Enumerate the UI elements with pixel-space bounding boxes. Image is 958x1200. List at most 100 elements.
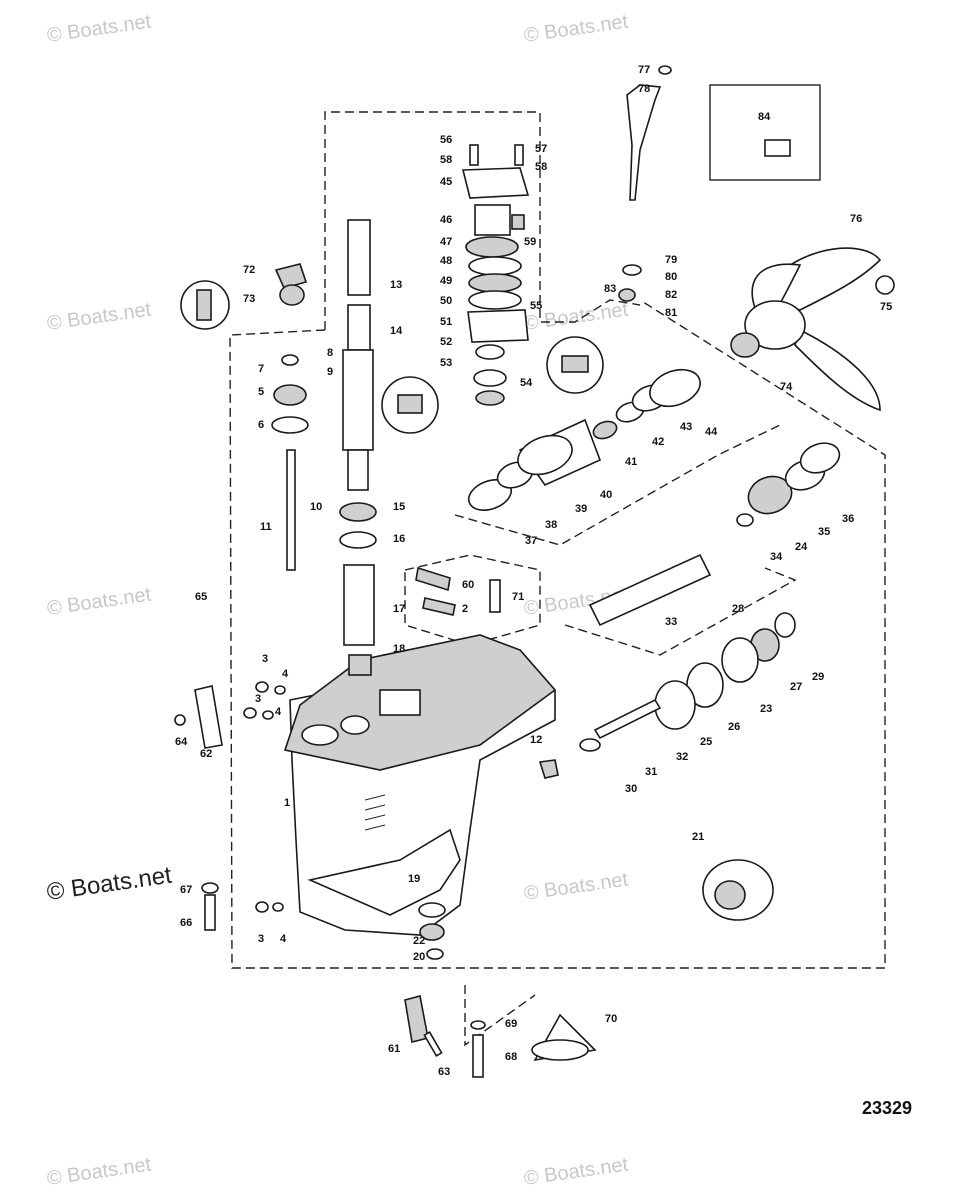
part-label: 4: [280, 933, 287, 945]
part-label: 9: [327, 366, 333, 378]
part-label: 34: [770, 551, 783, 563]
part-84-inset-box: [709, 84, 821, 181]
watermark: © Boats.net: [46, 584, 153, 620]
part-label: 32: [676, 751, 688, 763]
part-label: 44: [705, 426, 718, 438]
watermark: © Boats.net: [46, 1154, 153, 1190]
part-label: 51: [440, 316, 452, 328]
part-label: 56: [440, 134, 452, 146]
part-label: 53: [440, 357, 452, 369]
part-label: 71: [512, 591, 524, 603]
part-label: 3: [255, 693, 261, 705]
part-label: 72: [243, 264, 255, 276]
part-label: 22: [413, 935, 425, 947]
part-label: 14: [390, 325, 403, 337]
part-label: 13: [390, 279, 402, 291]
part-label: 67: [180, 884, 192, 896]
part-label: 78: [638, 83, 650, 95]
part-label: 73: [243, 293, 255, 305]
part-label: 76: [850, 213, 862, 225]
watermarks: © Boats.net © Boats.net © Boats.net © Bo…: [45, 11, 630, 1190]
part-label: 74: [780, 381, 793, 393]
part-label: 7: [258, 363, 264, 375]
part-label: 18: [393, 643, 405, 655]
assembly-outlines: [229, 84, 886, 1047]
part-label: 26: [728, 721, 740, 733]
part-label: 61: [388, 1043, 400, 1055]
part-label: 29: [812, 671, 824, 683]
gear-housing: [283, 634, 557, 936]
part-label: 21: [692, 831, 704, 843]
propeller: [730, 247, 895, 412]
part-label: 3: [262, 653, 268, 665]
part-label: 79: [665, 254, 677, 266]
shaft-tube: [343, 564, 375, 646]
watermark: © Boats.net: [46, 299, 153, 335]
part-label: 60: [462, 579, 474, 591]
watermark: © Boats.net: [523, 1154, 630, 1190]
propeller-shaft: [588, 553, 712, 627]
part-label: 46: [440, 214, 452, 226]
part-label: 36: [842, 513, 854, 525]
part-label: 80: [665, 271, 677, 283]
part-label: 70: [605, 1013, 617, 1025]
drive-shaft-group: [339, 219, 377, 676]
part-label: 82: [665, 289, 677, 301]
watermark: © Boats.net: [523, 869, 630, 905]
part-84: [764, 139, 791, 157]
part-label: 4: [282, 668, 289, 680]
part-label: 63: [438, 1066, 450, 1078]
part-label: 84: [758, 111, 771, 123]
part-label: 45: [440, 176, 452, 188]
part-label: 64: [175, 736, 188, 748]
propeller-shaft-group: [467, 336, 841, 627]
part-label: 69: [505, 1018, 517, 1030]
part-label: 54: [520, 377, 533, 389]
gear-21: [702, 859, 774, 921]
part-label: 39: [575, 503, 587, 515]
drive-shaft: [342, 349, 374, 451]
part-label: 25: [700, 736, 712, 748]
part-label: 77: [638, 64, 650, 76]
part-label: 27: [790, 681, 802, 693]
part-label: 6: [258, 419, 264, 431]
part-label: 1: [284, 797, 290, 809]
part-label: 62: [200, 748, 212, 760]
part-label: 47: [440, 236, 452, 248]
part-label: 10: [310, 501, 322, 513]
part-label: 43: [680, 421, 692, 433]
watermark: © Boats.net: [45, 862, 174, 906]
part-label: 58: [535, 161, 547, 173]
part-label: 19: [408, 873, 420, 885]
part-label: 65: [195, 591, 207, 603]
part-label: 55: [530, 300, 542, 312]
part-label: 11: [260, 521, 272, 533]
part-label: 38: [545, 519, 557, 531]
part-label: 49: [440, 275, 452, 287]
part-label: 17: [393, 603, 405, 615]
part-label: 57: [535, 143, 547, 155]
part-label: 83: [604, 283, 616, 295]
part-label: 50: [440, 295, 452, 307]
part-label: 52: [440, 336, 452, 348]
part-label: 42: [652, 436, 664, 448]
shift-shaft: [286, 449, 296, 571]
part-label: 2: [462, 603, 468, 615]
watermark: © Boats.net: [46, 11, 153, 47]
part-label: 81: [665, 307, 677, 319]
part-label: 8: [327, 347, 333, 359]
part-label: 5: [258, 386, 264, 398]
part-label: 59: [524, 236, 536, 248]
part-label: 24: [795, 541, 808, 553]
part-label: 66: [180, 917, 192, 929]
part-label: 33: [665, 616, 677, 628]
water-pump-group: [381, 144, 530, 434]
part-label: 75: [880, 301, 892, 313]
part-label: 12: [530, 734, 542, 746]
part-label: 35: [818, 526, 830, 538]
part-label: 48: [440, 255, 452, 267]
watermark: © Boats.net: [523, 11, 630, 47]
part-label: 31: [645, 766, 657, 778]
part-label: 41: [625, 456, 637, 468]
